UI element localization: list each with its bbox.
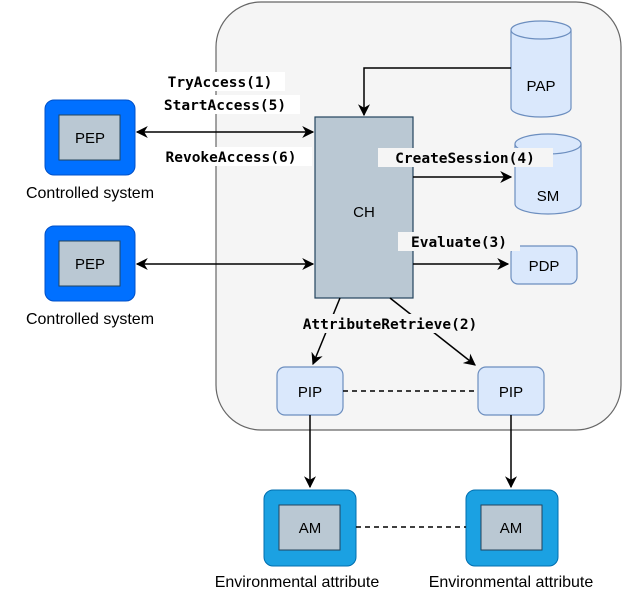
ch-label: CH	[353, 204, 375, 221]
edge-pap-to-ch	[358, 67, 511, 117]
pap-label: PAP	[527, 78, 556, 95]
am-right-label: AM	[500, 520, 523, 537]
pip-left-label: PIP	[298, 384, 322, 401]
pep-node-top: PEP	[44, 99, 136, 176]
pep-bottom-label: PEP	[75, 256, 105, 273]
am-node-right: AM	[465, 489, 559, 567]
am-right-caption: Environmental attribute	[429, 574, 594, 591]
am-left-label: AM	[299, 520, 322, 537]
edge-labels-create-session: CreateSession(4)	[395, 151, 535, 167]
sm-label: SM	[537, 188, 560, 205]
pdp-node: PDP	[510, 245, 578, 285]
pip-node-left: PIP	[276, 366, 344, 416]
pap-node: PAP	[510, 20, 572, 118]
label-attribute-retrieve: AttributeRetrieve(2)	[283, 314, 498, 333]
sm-node: SM	[514, 133, 582, 215]
edge-labels-start-access: StartAccess(5)	[164, 98, 286, 114]
edge-labels-attribute-retrieve: AttributeRetrieve(2)	[303, 317, 478, 333]
ch-node: CH	[314, 116, 414, 299]
edge-labels-try-access: TryAccess(1)	[168, 75, 273, 91]
edge-labels-revoke-access: RevokeAccess(6)	[166, 150, 297, 166]
label-try-access: TryAccess(1)	[155, 72, 285, 91]
am-left-caption: Environmental attribute	[215, 574, 380, 591]
pep-top-caption: Controlled system	[26, 185, 154, 202]
edge-labels-evaluate: Evaluate(3)	[411, 235, 507, 251]
pip-node-right: PIP	[477, 366, 545, 416]
pdp-label: PDP	[529, 258, 560, 275]
label-evaluate: Evaluate(3)	[398, 232, 520, 251]
am-node-left: AM	[263, 489, 357, 567]
pip-right-label: PIP	[499, 384, 523, 401]
label-start-access: StartAccess(5)	[150, 95, 300, 114]
pep-node-bottom: PEP	[44, 225, 136, 302]
label-revoke-access: RevokeAccess(6)	[150, 147, 312, 166]
pep-top-label: PEP	[75, 130, 105, 147]
pep-bottom-caption: Controlled system	[26, 311, 154, 328]
label-create-session: CreateSession(4)	[378, 148, 553, 167]
